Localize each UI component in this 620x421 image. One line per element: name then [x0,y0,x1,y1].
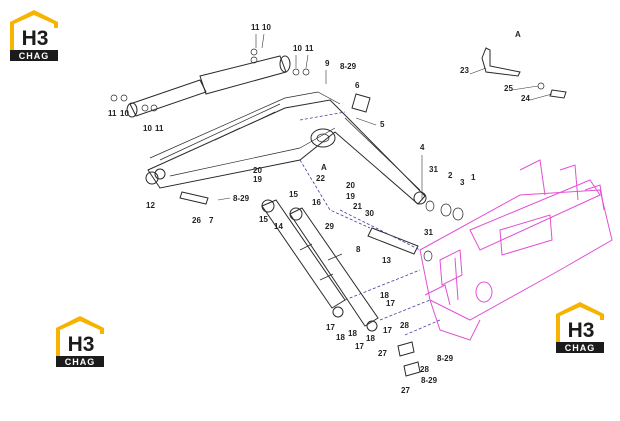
callout-c32: 31 [424,228,433,237]
logo-roof-icon [56,316,104,356]
logo-caption-bar [556,342,604,353]
callout-c18: 19 [346,192,355,201]
logo-caption: CHAG [19,51,50,61]
callout-c46: 17 [355,342,364,351]
callout-c36: 3 [460,178,465,187]
callout-c22: 15 [259,215,268,224]
callout-c33: 4 [420,143,425,152]
logo-letters: H3 [568,319,595,342]
callout-c28: 30 [365,209,374,218]
callout-c10: 10 [120,109,129,118]
callout-c3: 10 [293,44,302,53]
callout-c25: 26 [192,216,201,225]
callout-c5: 9 [325,59,330,68]
callout-c19: 21 [353,202,362,211]
callout-c6: 8-29 [340,62,357,71]
callout-c49: 28 [400,321,409,330]
logo-letter-box [16,26,54,48]
callout-c24: 12 [146,201,155,210]
callout-c23: 14 [274,222,283,231]
callout-c41: 18 [380,291,389,300]
callout-c14: 20 [253,166,262,175]
boom-arm [145,91,427,205]
callout-c4: 11 [305,44,314,53]
callout-c40: 24 [521,94,530,103]
callout-c13: A [321,163,327,172]
boom-cylinders [261,199,379,332]
callout-c51: 28 [420,365,429,374]
logo-roof-icon [556,302,604,342]
callout-c34: 31 [429,165,438,174]
logo-roof-icon [10,10,58,50]
callout-c16: 22 [316,174,325,183]
callout-c31: 13 [382,256,391,265]
logo-caption: CHAG [565,343,596,353]
logo-letters: H3 [68,333,95,356]
logo-letter-box [562,318,600,340]
callout-c43: 17 [326,323,335,332]
callout-c11: 10 [143,124,152,133]
arm-cylinder-top [110,48,310,118]
callout-c7: 6 [355,81,360,90]
dashed-reference-lines [299,111,441,336]
callout-c1: 11 [251,23,260,32]
callout-c42: 17 [386,299,395,308]
section-marker-a: A [515,30,521,39]
callout-c8: 5 [380,120,385,129]
callout-c2: 10 [262,23,271,32]
callout-c20: 15 [289,190,298,199]
callout-c35: 2 [448,171,453,180]
chassis-frame [419,159,613,341]
callout-c38: 23 [460,66,469,75]
callout-c53: 8-29 [421,376,438,385]
callout-c45: 18 [348,329,357,338]
logo-letter-box [62,332,100,354]
callout-c26: 7 [209,216,214,225]
callout-c30: 8 [356,245,361,254]
leader-lines [217,33,553,201]
callout-c9: 11 [108,109,117,118]
callout-c47: 18 [366,334,375,343]
callout-c12: 11 [155,124,164,133]
callout-c15: 19 [253,175,262,184]
callout-c54: 27 [401,386,410,395]
callout-c37: 1 [471,173,476,182]
callout-c44: 18 [336,333,345,342]
callout-c48: 17 [383,326,392,335]
callout-c39: 25 [504,84,513,93]
callout-c27: 8-29 [233,194,250,203]
callout-c17: 20 [346,181,355,190]
logo-caption: CHAG [65,357,96,367]
callout-c52: 8-29 [437,354,454,363]
pins [179,93,464,377]
logo-caption-bar [10,50,58,61]
bracket-detail-a [481,47,567,99]
callout-c21: 16 [312,198,321,207]
callout-c29: 29 [325,222,334,231]
logo-letters: H3 [22,27,49,50]
callout-c50: 27 [378,349,387,358]
logo-caption-bar [56,356,104,367]
